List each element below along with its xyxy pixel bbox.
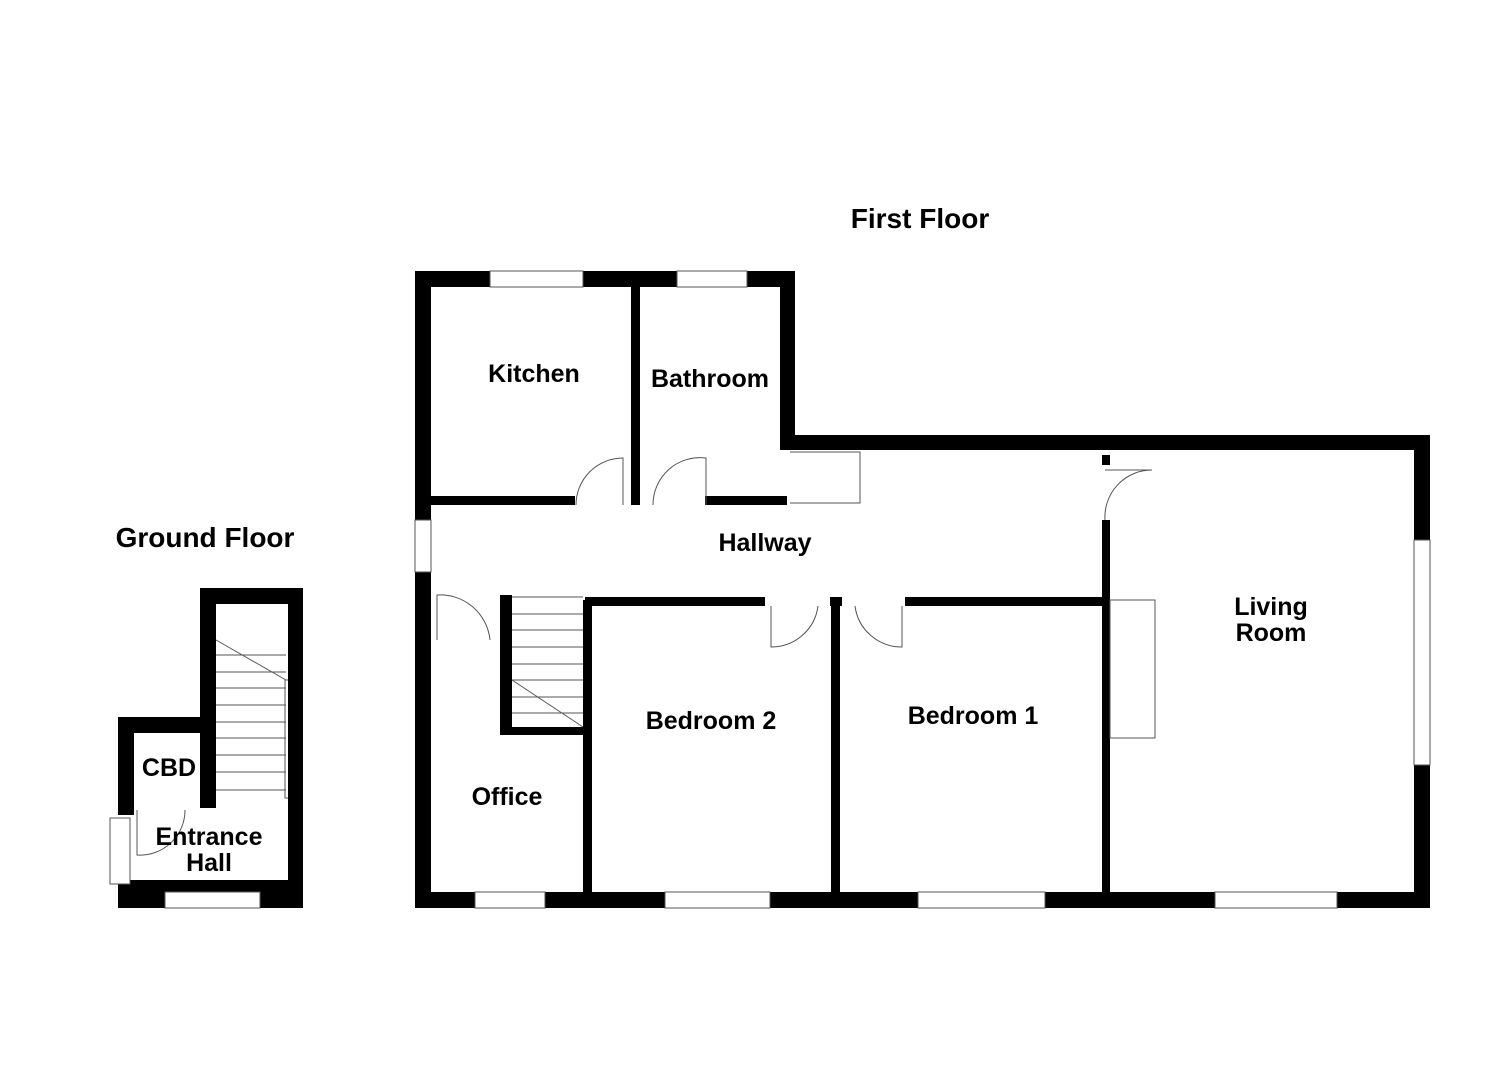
room-label-cbd: CBD [141,754,197,782]
room-label-bathroom: Bathroom [650,365,770,393]
room-label-bedroom-2: Bedroom 2 [645,707,777,735]
room-label-hallway: Hallway [718,529,812,557]
room-label-kitchen: Kitchen [488,360,580,388]
first-floor-windows [414,270,1431,909]
room-label-living-room: Living Room [1234,593,1308,647]
first-floor-title: First Floor [850,203,990,234]
doors-and-stairs [136,451,1156,856]
room-label-bedroom-1: Bedroom 1 [907,702,1039,730]
room-label-entrance-hall: Entrance Hall [155,823,263,877]
ground-floor-walls [109,588,303,909]
room-label-office: Office [471,783,543,811]
ground-floor-title: Ground Floor [115,522,295,553]
